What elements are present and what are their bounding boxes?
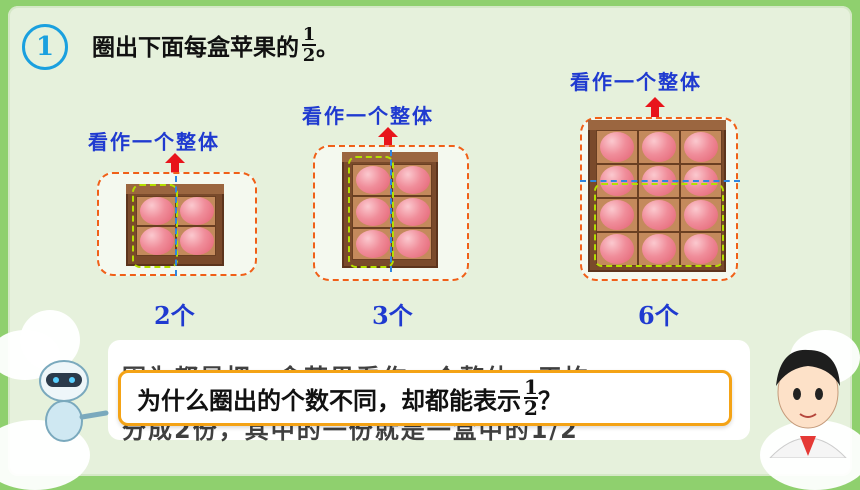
box3-half-highlight	[594, 183, 724, 267]
question-end: ？	[538, 386, 562, 415]
question-fraction-denominator: 2	[524, 396, 538, 420]
title-fraction: 1 2	[302, 24, 316, 66]
box1-count: 2个	[154, 301, 195, 330]
box2-up-arrow-icon	[378, 127, 398, 147]
box2-split-line	[390, 150, 392, 272]
title-text: 圈出下面每盒苹果的	[92, 35, 299, 61]
boy-character-icon	[769, 349, 847, 458]
title-fraction-denominator: 2	[302, 45, 316, 66]
box2-half-highlight	[348, 156, 394, 268]
question-text: 为什么圈出的个数不同，却都能表示	[137, 386, 521, 415]
question-fraction-numerator: 1	[524, 375, 538, 399]
box2-count: 3个	[372, 301, 413, 330]
box3-up-arrow-icon	[645, 97, 665, 117]
box2-whole-label: 看作一个整体	[302, 104, 434, 128]
title-end: 。	[316, 35, 339, 61]
box1-whole-label: 看作一个整体	[88, 130, 220, 154]
page-title: 圈出下面每盒苹果的 1 2 。	[92, 24, 339, 66]
question-fraction: 1 2	[524, 375, 538, 420]
box3-split-line	[580, 180, 740, 182]
box1-split-line	[175, 176, 177, 276]
robot-character-icon	[39, 360, 109, 442]
box3-count: 6个	[638, 301, 679, 330]
box3-whole-label: 看作一个整体	[570, 70, 702, 94]
question-bubble: 为什么圈出的个数不同，却都能表示 1 2 ？	[118, 370, 732, 426]
box1-half-highlight	[132, 184, 178, 268]
question-number-badge: 1	[22, 24, 68, 70]
title-fraction-numerator: 1	[302, 24, 316, 45]
box1-up-arrow-icon	[165, 153, 185, 173]
box1-apple-box	[126, 184, 224, 266]
